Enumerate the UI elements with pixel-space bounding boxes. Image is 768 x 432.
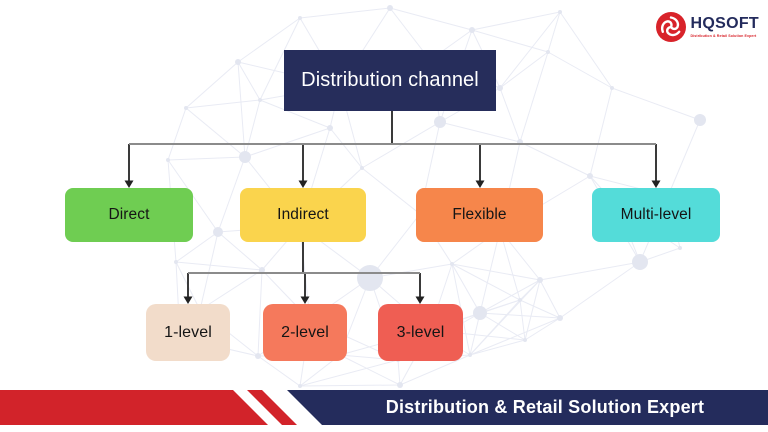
node-flexible: Flexible bbox=[416, 188, 543, 242]
hqsoft-logo: HQSOFT Distribution & Retail Solution Ex… bbox=[655, 11, 759, 43]
footer-navy-band bbox=[287, 390, 768, 425]
node-1-level: 1-level bbox=[146, 304, 230, 361]
brand-name: HQSOFT bbox=[690, 15, 759, 33]
node-multi-level: Multi-level bbox=[592, 188, 720, 242]
footer-red-band bbox=[0, 390, 268, 425]
footer-ribbon-shapes bbox=[0, 390, 768, 425]
node-3-level: 3-level bbox=[378, 304, 463, 361]
logo-tagline: Distribution & Retail Solution Expert bbox=[690, 34, 757, 39]
brand-hq: HQ bbox=[690, 15, 716, 32]
node-direct: Direct bbox=[65, 188, 193, 242]
hqsoft-logo-icon bbox=[655, 12, 686, 42]
node-2-level: 2-level bbox=[263, 304, 347, 361]
hqsoft-logo-text: HQSOFT Distribution & Retail Solution Ex… bbox=[691, 11, 759, 38]
footer-banner: Distribution & Retail Solution Expert bbox=[0, 390, 768, 425]
node-distribution-channel: Distribution channel bbox=[284, 50, 496, 111]
node-indirect: Indirect bbox=[240, 188, 366, 242]
brand-soft: SOFT bbox=[715, 15, 759, 32]
footer-banner-text: Distribution & Retail Solution Expert bbox=[385, 397, 705, 417]
footer-red-stripe bbox=[247, 390, 297, 425]
